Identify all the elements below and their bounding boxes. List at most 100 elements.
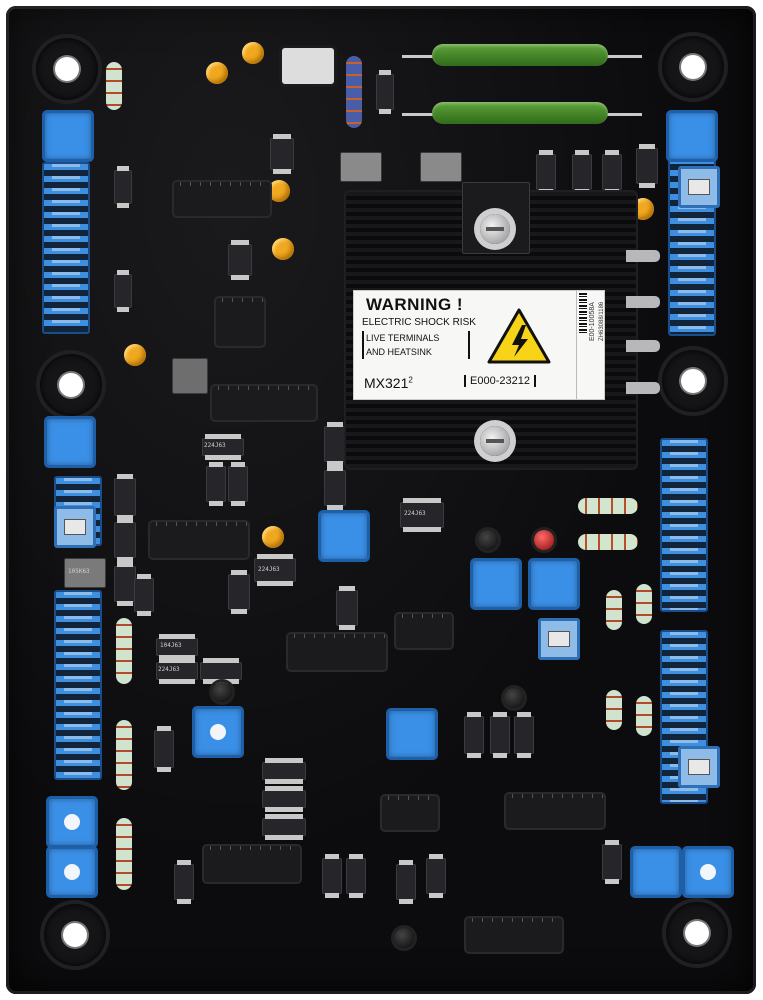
transistor xyxy=(504,688,524,708)
smd-component xyxy=(324,422,346,466)
smd-component xyxy=(154,726,174,772)
smd-component xyxy=(262,786,306,812)
terminal-strip-left-top xyxy=(42,162,90,334)
ic-chip xyxy=(506,794,604,828)
barcode xyxy=(579,293,587,333)
heatsink-pin xyxy=(626,296,660,308)
smd-component xyxy=(636,144,658,188)
power-resistor-1 xyxy=(432,44,608,66)
smd-component xyxy=(114,562,136,606)
capacitor xyxy=(262,526,284,548)
trimmer-top-right xyxy=(666,110,718,162)
high-voltage-warning-icon xyxy=(487,308,551,364)
smd-component xyxy=(602,150,622,194)
smd-component xyxy=(426,854,446,898)
smd-component xyxy=(270,134,294,174)
smd-component xyxy=(114,518,136,562)
heatsink-pin xyxy=(626,250,660,262)
warning-title: WARNING ! xyxy=(366,295,464,314)
trimmer-center-2 xyxy=(470,558,522,610)
smd-component xyxy=(200,658,242,684)
relay-module-center xyxy=(538,618,580,660)
transistor xyxy=(394,928,414,948)
smd-component xyxy=(262,814,306,840)
smd-component xyxy=(490,712,510,758)
resistor-banded xyxy=(636,696,652,736)
trimmer-center-3 xyxy=(528,558,580,610)
smd-component xyxy=(262,758,306,784)
transistor xyxy=(478,530,498,550)
relay-module-right-bottom xyxy=(678,746,720,788)
potentiometer-knob xyxy=(64,864,80,880)
smd-component xyxy=(254,554,296,586)
potentiometer-2 xyxy=(46,796,98,848)
smd-component xyxy=(172,358,208,394)
label-barcode-strip: E00-10058A ZH63088/1186 xyxy=(576,291,605,399)
smd-component xyxy=(202,434,244,460)
transistor xyxy=(212,682,232,702)
ic-chip xyxy=(288,634,386,670)
resistor-banded xyxy=(116,618,132,684)
terminal-strip-left-bottom xyxy=(54,590,102,780)
resistor-banded xyxy=(578,498,638,514)
resistor-banded xyxy=(116,720,132,790)
smd-component xyxy=(340,152,382,182)
smd-code: 105K63 xyxy=(68,568,90,575)
model-superscript: 2 xyxy=(408,375,413,385)
bracket-line-1: LIVE TERMINALS xyxy=(366,333,440,343)
relay-module-left xyxy=(54,506,96,548)
smd-component xyxy=(64,558,106,588)
smd-component xyxy=(114,474,136,520)
potentiometer-1 xyxy=(192,706,244,758)
smd-component xyxy=(156,634,198,660)
mounting-hole-bottom-left xyxy=(44,904,106,966)
smd-component xyxy=(322,854,342,898)
mounting-hole-top-left xyxy=(36,38,98,100)
resistor-banded xyxy=(116,818,132,890)
circuit-board: 224J63 224J63 224J63 105K63 224J63 104J6… xyxy=(6,6,756,994)
ic-chip xyxy=(382,796,438,830)
relay-cell xyxy=(688,179,710,195)
heatsink-pin xyxy=(626,340,660,352)
mounting-hole-mid-left xyxy=(40,354,102,416)
ic-chip xyxy=(282,48,334,84)
terminal-strip-right-mid xyxy=(660,438,708,612)
smd-code: 224J63 xyxy=(204,442,226,449)
smd-component xyxy=(464,712,484,758)
smd-component xyxy=(324,466,346,510)
side-code: E00-10058A xyxy=(589,302,596,341)
resistor-banded xyxy=(636,584,652,624)
heatsink-screw-bottom xyxy=(480,426,510,456)
side-code-2: ZH63088/1186 xyxy=(599,301,605,341)
mounting-hole-top-right xyxy=(662,36,724,98)
potentiometer-knob xyxy=(210,724,226,740)
capacitor xyxy=(632,198,654,220)
relay-cell xyxy=(548,631,570,647)
trimmer-center-4 xyxy=(386,708,438,760)
smd-component xyxy=(602,840,622,884)
smd-code: 224J63 xyxy=(404,510,426,517)
mounting-hole-bottom-right xyxy=(666,902,728,964)
smd-component xyxy=(114,270,132,312)
model-number: MX3212 xyxy=(364,375,413,391)
smd-code: 104J63 xyxy=(160,642,182,649)
part-code: E000-23212 xyxy=(464,375,536,387)
ic-chip xyxy=(216,298,264,346)
smd-component xyxy=(536,150,556,194)
warning-label: WARNING ! ELECTRIC SHOCK RISK LIVE TERMI… xyxy=(353,290,605,400)
relay-cell xyxy=(688,759,710,775)
potentiometer-knob xyxy=(700,864,716,880)
capacitor xyxy=(124,344,146,366)
smd-component xyxy=(400,498,444,532)
potentiometer-knob xyxy=(64,814,80,830)
capacitor xyxy=(272,238,294,260)
smd-component xyxy=(514,712,534,758)
smd-component xyxy=(228,240,252,280)
smd-code: 224J63 xyxy=(258,566,280,573)
bracket-line-2: AND HEATSINK xyxy=(366,347,432,357)
status-led xyxy=(534,530,554,550)
ic-chip xyxy=(204,846,300,882)
smd-component xyxy=(336,586,358,630)
resistor-banded xyxy=(606,590,622,630)
ic-chip xyxy=(174,182,270,216)
